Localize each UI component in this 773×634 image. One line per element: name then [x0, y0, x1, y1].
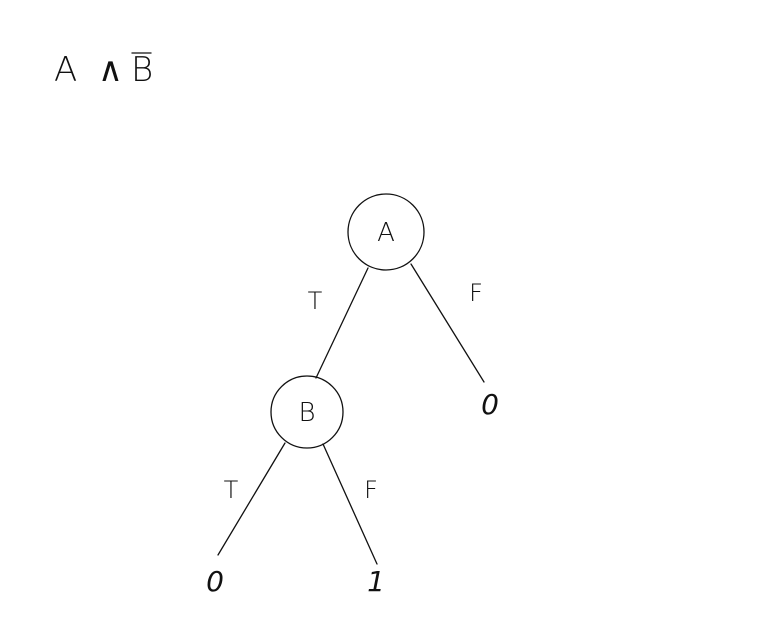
node-b: B: [270, 375, 344, 449]
formula-var-b: B: [131, 50, 153, 90]
edge-b-true: [217, 442, 286, 556]
formula-var-a: A: [54, 50, 77, 90]
edge-root-true: [315, 267, 369, 379]
node-root-label: A: [377, 218, 395, 248]
edge-root-false: [410, 263, 485, 383]
edge-root-true-label: T: [308, 287, 323, 315]
edge-b-true-label: T: [224, 476, 239, 504]
leaf-root-false: 0: [481, 388, 499, 421]
leaf-b-false: 1: [367, 565, 385, 598]
edge-b-false-label: F: [364, 476, 378, 504]
edge-root-false-label: F: [469, 279, 483, 307]
leaf-b-true: 0: [206, 565, 224, 598]
formula-operator: ∧: [98, 50, 123, 90]
node-b-label: B: [298, 398, 315, 428]
node-b-circle: [270, 375, 344, 449]
node-root: A: [347, 193, 425, 271]
formula: A ∧ B: [54, 50, 153, 90]
edge-b-false: [322, 443, 378, 565]
node-root-circle: [347, 193, 425, 271]
